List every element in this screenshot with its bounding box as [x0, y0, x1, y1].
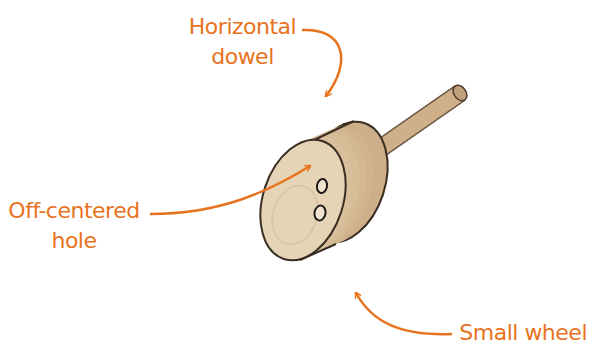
part-label: Horizontal dowel [180, 12, 305, 72]
part-label: Small wheel [455, 318, 587, 348]
wheel [246, 111, 402, 272]
part-label: Off-centered hole [4, 196, 144, 256]
leader-arrow [356, 293, 452, 334]
leader-arrow [150, 166, 310, 214]
leader-arrow [302, 30, 341, 96]
